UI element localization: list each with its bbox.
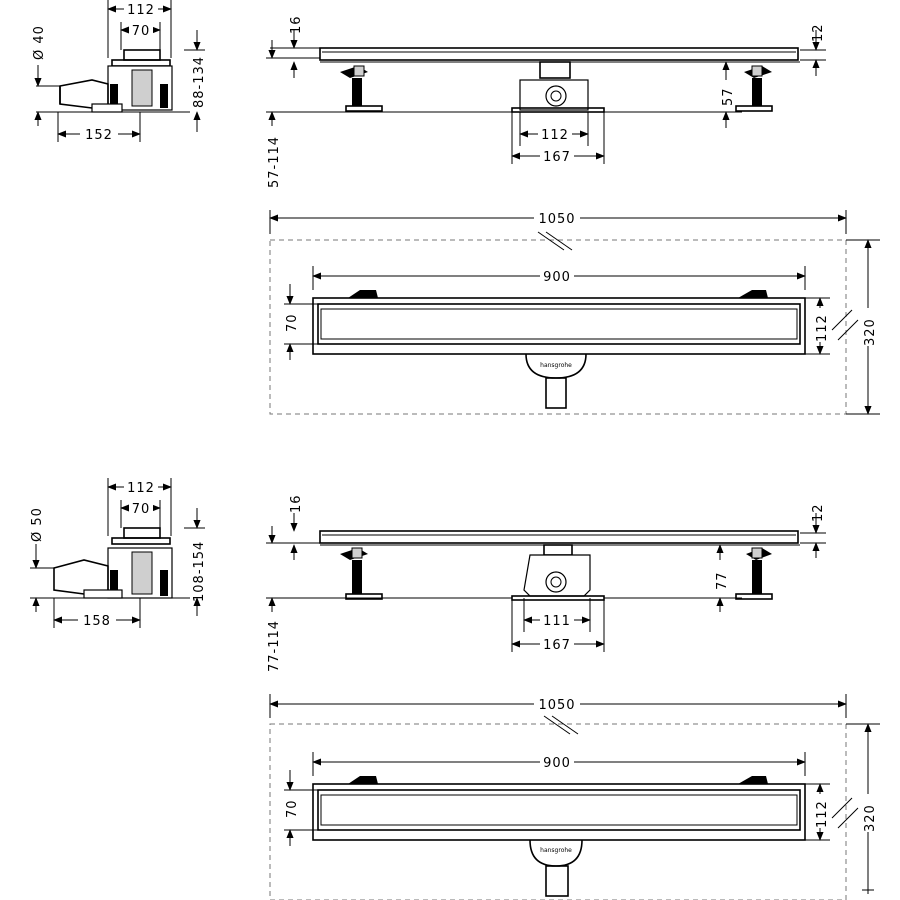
dim-900: 900	[543, 270, 571, 285]
variant-top: 112 70 Ø 40 88	[32, 0, 880, 415]
brand-label: hansgrohe	[540, 847, 572, 854]
dim-111: 111	[543, 614, 571, 629]
dim-height-range: 108-154	[192, 541, 207, 602]
dim-112: 112	[541, 128, 569, 143]
dim-70: 70	[285, 313, 300, 332]
dim-112: 112	[127, 481, 155, 496]
dim-12: 12	[811, 503, 826, 522]
dim-12: 12	[811, 23, 826, 42]
front-view-top: 16 57-114 12 57 112	[266, 15, 826, 188]
dim-16: 16	[289, 494, 304, 513]
dim-16: 16	[289, 15, 304, 34]
dim-112: 112	[127, 3, 155, 18]
dim-70: 70	[132, 502, 151, 517]
dim-diameter: Ø 40	[32, 25, 47, 60]
front-view-bottom: 16 77-114 12 77 111 167	[266, 494, 826, 672]
dim-diameter: Ø 50	[30, 507, 45, 542]
dim-152: 152	[85, 128, 113, 143]
dim-1050: 1050	[538, 212, 575, 227]
variant-bottom: 112 70 Ø 50 108-154	[30, 478, 880, 900]
dim-70: 70	[132, 24, 151, 39]
dim-range: 57-114	[267, 136, 282, 188]
brand-label: hansgrohe	[540, 362, 572, 369]
plan-view-bottom: 1050 900 hansgrohe 70	[269, 694, 880, 900]
dim-167: 167	[543, 638, 571, 653]
dim-height-range: 88-134	[192, 56, 207, 108]
dim-70: 70	[285, 799, 300, 818]
dim-320: 320	[863, 804, 878, 832]
dim-112: 112	[815, 314, 830, 342]
side-view-bottom: 112 70 Ø 50 108-154	[30, 478, 207, 629]
dim-range: 77-114	[267, 620, 282, 672]
plan-view-top: 1050 900 hansgrohe 70	[269, 210, 880, 415]
dim-320: 320	[863, 318, 878, 346]
dim-167: 167	[543, 150, 571, 165]
dim-57: 57	[721, 87, 736, 106]
side-view-top: 112 70 Ø 40 88	[32, 0, 207, 143]
dim-158: 158	[83, 614, 111, 629]
dim-900: 900	[543, 756, 571, 771]
dim-77: 77	[715, 571, 730, 590]
dim-112: 112	[815, 800, 830, 828]
dim-1050: 1050	[538, 698, 575, 713]
